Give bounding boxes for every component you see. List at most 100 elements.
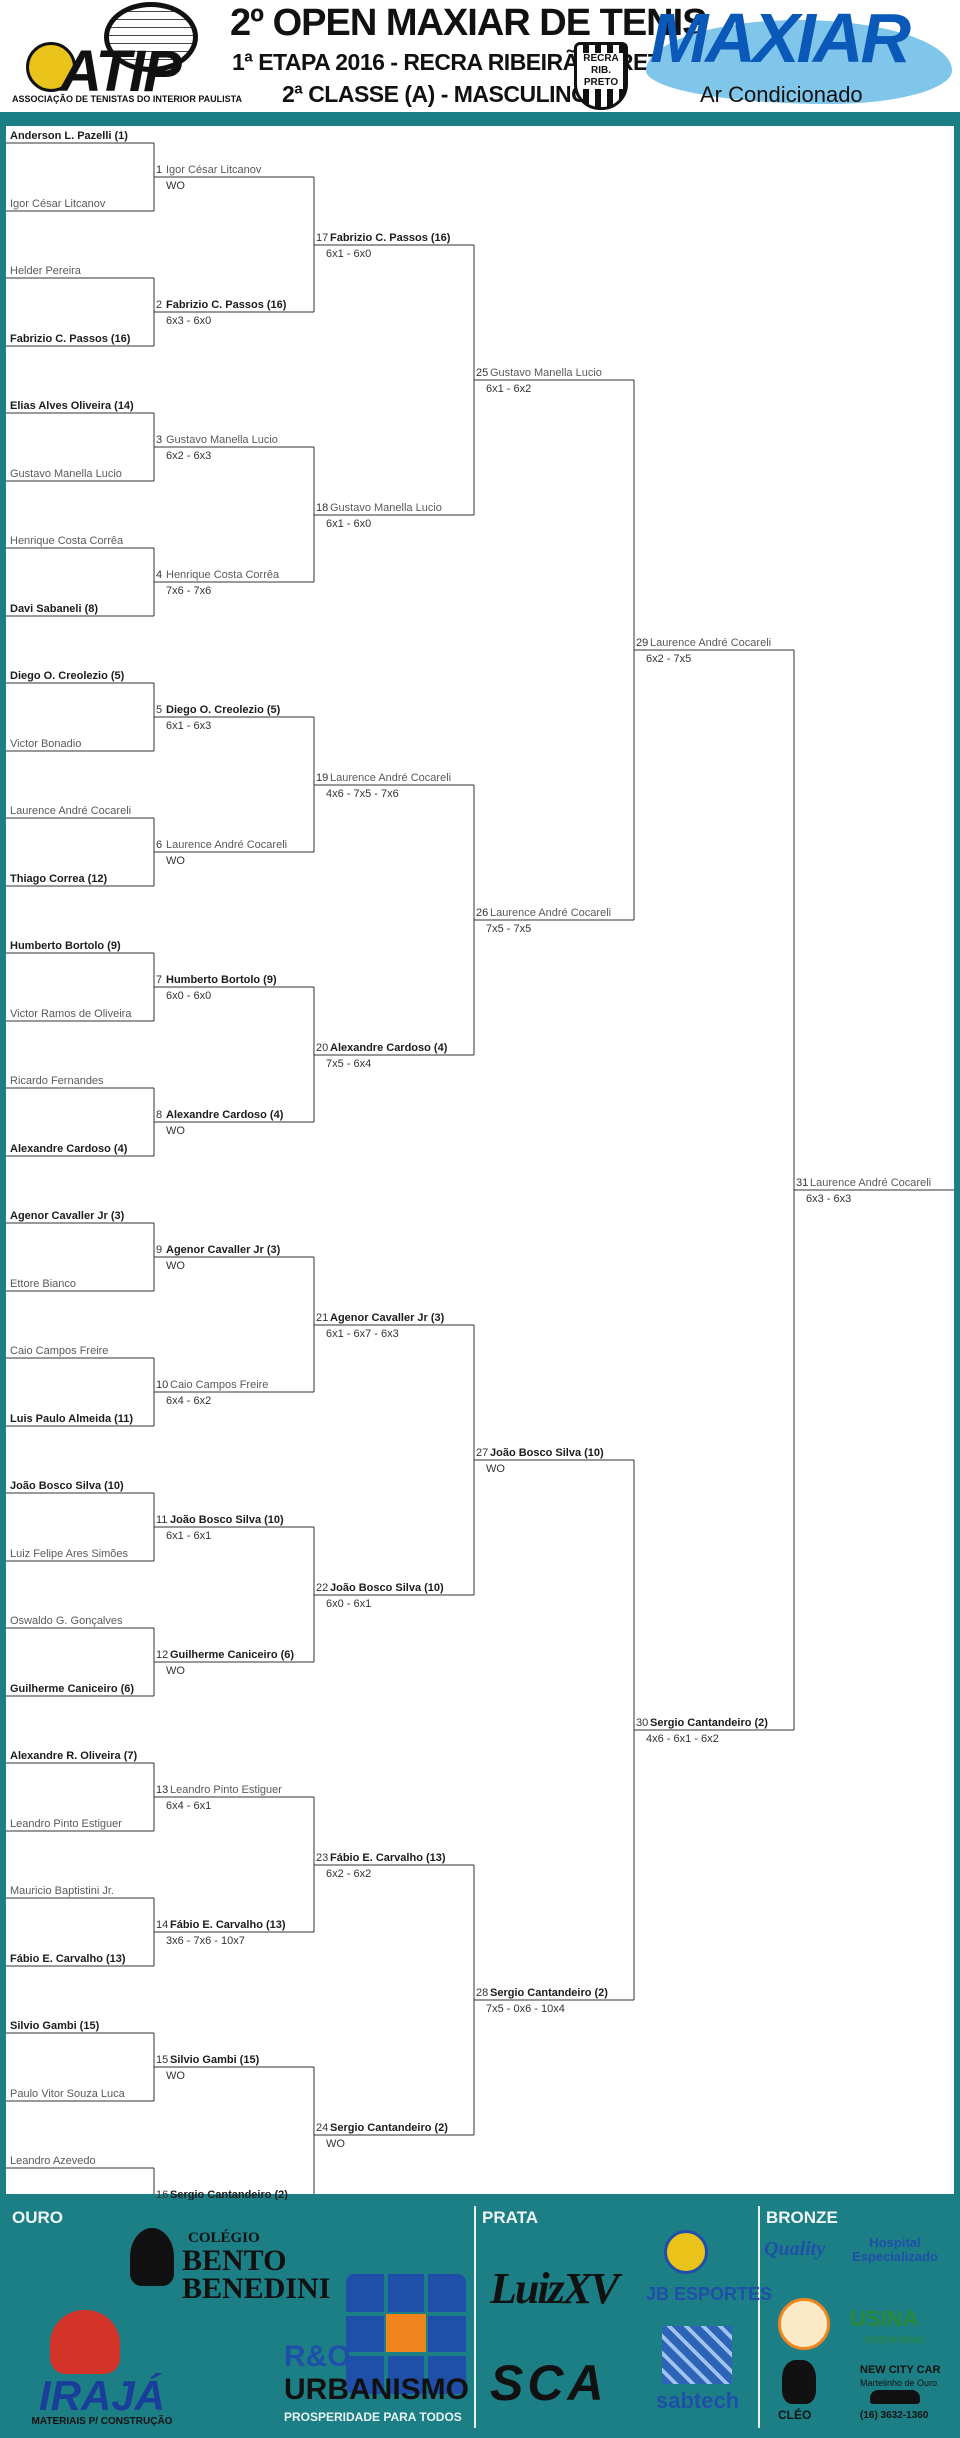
player-name: Victor Ramos de Oliveira	[10, 1008, 132, 1020]
newcity-subtitle: Martelinho de Ouro	[860, 2378, 938, 2388]
match-number: 11	[156, 1514, 168, 1526]
match-score: 3x6 - 7x6 - 10x7	[166, 1935, 245, 1947]
match-score: 6x2 - 6x3	[166, 450, 212, 462]
iraja-subtitle: MATERIAIS P/ CONSTRUÇÃO	[31, 2416, 173, 2427]
header: ATIP ASSOCIAÇÃO DE TENISTAS DO INTERIOR …	[0, 0, 960, 122]
match-winner: João Bosco Silva (10)	[330, 1582, 444, 1594]
match-score: WO	[166, 180, 185, 192]
bracket-lines	[6, 142, 954, 2194]
match-winner: Henrique Costa Corrêa	[166, 569, 280, 581]
match-number: 27	[476, 1447, 489, 1459]
ro-subtitle: URBANISMO	[284, 2373, 469, 2406]
match-score: WO	[326, 2138, 345, 2150]
match-number: 26	[476, 907, 489, 919]
match-winner: Laurence André Cocareli	[330, 772, 452, 784]
player-name: Helder Pereira	[10, 265, 81, 277]
match-score: 7x6 - 7x6	[166, 585, 212, 597]
match-winner: Laurence André Cocareli	[810, 1177, 932, 1189]
maxiar-logo: MAXIAR	[650, 0, 911, 77]
match-score: WO	[166, 1125, 185, 1137]
player-name: Humberto Bortolo (9)	[10, 940, 121, 952]
player-name: Alexandre R. Oliveira (7)	[10, 1750, 138, 1762]
match-score: 6x1 - 6x1	[166, 1530, 212, 1542]
player-name: Luiz Felipe Ares Simões	[10, 1548, 128, 1560]
match-number: 15	[156, 2054, 169, 2066]
tournament-bracket: Anderson L. Pazelli (1)Igor César Litcan…	[6, 126, 954, 2235]
car-icon	[870, 2390, 920, 2404]
match-number: 10	[156, 1379, 169, 1391]
match-number: 23	[316, 1852, 329, 1864]
match-number: 14	[156, 1919, 169, 1931]
match-number: 20	[316, 1042, 329, 1054]
newcity-logo: NEW CITY CAR	[860, 2364, 941, 2376]
player-name: Gustavo Manella Lucio	[10, 468, 122, 480]
match-score: 7x5 - 0x6 - 10x4	[486, 2003, 565, 2015]
match-winner: Diego O. Creolezio (5)	[166, 704, 281, 716]
colegio-label: COLÉGIO	[188, 2230, 260, 2246]
match-number: 5	[156, 704, 163, 716]
match-number: 24	[316, 2122, 329, 2134]
match-winner: Leandro Pinto Estiguer	[170, 1784, 282, 1796]
match-number: 6	[156, 839, 163, 851]
match-winner: Sergio Cantandeiro (2)	[170, 2189, 288, 2201]
match-winner: Humberto Bortolo (9)	[166, 974, 277, 986]
match-number: 30	[636, 1717, 649, 1729]
player-name: Agenor Cavaller Jr (3)	[10, 1210, 125, 1222]
match-score: 6x3 - 6x3	[806, 1193, 852, 1205]
match-winner: Laurence André Cocareli	[166, 839, 288, 851]
match-number: 7	[156, 974, 163, 986]
player-name: Ettore Bianco	[10, 1278, 77, 1290]
match-score: 7x5 - 6x4	[326, 1058, 372, 1070]
match-winner: Silvio Gambi (15)	[170, 2054, 260, 2066]
match-score: 6x0 - 6x1	[326, 1598, 372, 1610]
player-name: Anderson L. Pazelli (1)	[10, 130, 128, 142]
match-winner: Agenor Cavaller Jr (3)	[330, 1312, 445, 1324]
tier-ouro-label: OURO	[12, 2208, 63, 2227]
player-name: Luis Paulo Almeida (11)	[10, 1413, 134, 1425]
quality-logo: Quality	[764, 2238, 826, 2260]
player-name: Silvio Gambi (15)	[10, 2020, 100, 2032]
match-number: 28	[476, 1987, 489, 1999]
ro-tagline: PROSPERIDADE PARA TODOS	[284, 2410, 462, 2424]
match-score: 6x0 - 6x0	[166, 990, 212, 1002]
match-winner: Caio Campos Freire	[170, 1379, 269, 1391]
player-name: Leandro Azevedo	[10, 2155, 96, 2167]
match-winner: Fabrizio C. Passos (16)	[166, 299, 287, 311]
player-name: Caio Campos Freire	[10, 1345, 109, 1357]
cleo-dog-icon	[782, 2360, 816, 2404]
header-stripe	[0, 112, 960, 122]
sabtech-icon	[662, 2326, 732, 2384]
match-score: WO	[166, 855, 185, 867]
match-winner: Agenor Cavaller Jr (3)	[166, 1244, 281, 1256]
maxiar-tagline: Ar Condicionado	[700, 82, 863, 107]
player-name: Guilherme Caniceiro (6)	[10, 1683, 135, 1695]
match-score: WO	[166, 1665, 185, 1677]
player-name: Fabrizio C. Passos (16)	[10, 333, 131, 345]
match-number: 13	[156, 1784, 169, 1796]
tennis-ball-icon	[26, 42, 76, 92]
match-winner: João Bosco Silva (10)	[490, 1447, 604, 1459]
match-winner: Fabrizio C. Passos (16)	[330, 232, 451, 244]
match-winner: Fábio E. Carvalho (13)	[170, 1919, 286, 1931]
player-name: Fábio E. Carvalho (13)	[10, 1953, 126, 1965]
ro-logo: R&O	[284, 2340, 351, 2373]
player-name: Laurence André Cocareli	[10, 805, 132, 817]
match-winner: Gustavo Manella Lucio	[490, 367, 602, 379]
match-winner: Guilherme Caniceiro (6)	[170, 1649, 295, 1661]
match-winner: Laurence André Cocareli	[650, 637, 772, 649]
match-number: 2	[156, 299, 163, 311]
player-name: Elias Alves Oliveira (14)	[10, 400, 134, 412]
match-score: 6x1 - 6x2	[486, 383, 532, 395]
match-score: 4x6 - 7x5 - 7x6	[326, 788, 399, 800]
colegio-name2: BENEDINI	[182, 2272, 331, 2305]
tier-prata-label: PRATA	[482, 2208, 539, 2227]
usina-subtitle: corporativa	[864, 2332, 924, 2346]
player-name: Paulo Vitor Souza Luca	[10, 2088, 125, 2100]
tier-bronze-label: BRONZE	[766, 2208, 838, 2227]
tournament-category: 2ª CLASSE (A) - MASCULINO	[282, 81, 589, 107]
match-number: 22	[316, 1582, 329, 1594]
match-number: 9	[156, 1244, 163, 1256]
player-name: Alexandre Cardoso (4)	[10, 1143, 128, 1155]
match-number: 29	[636, 637, 649, 649]
divider	[758, 2206, 760, 2428]
